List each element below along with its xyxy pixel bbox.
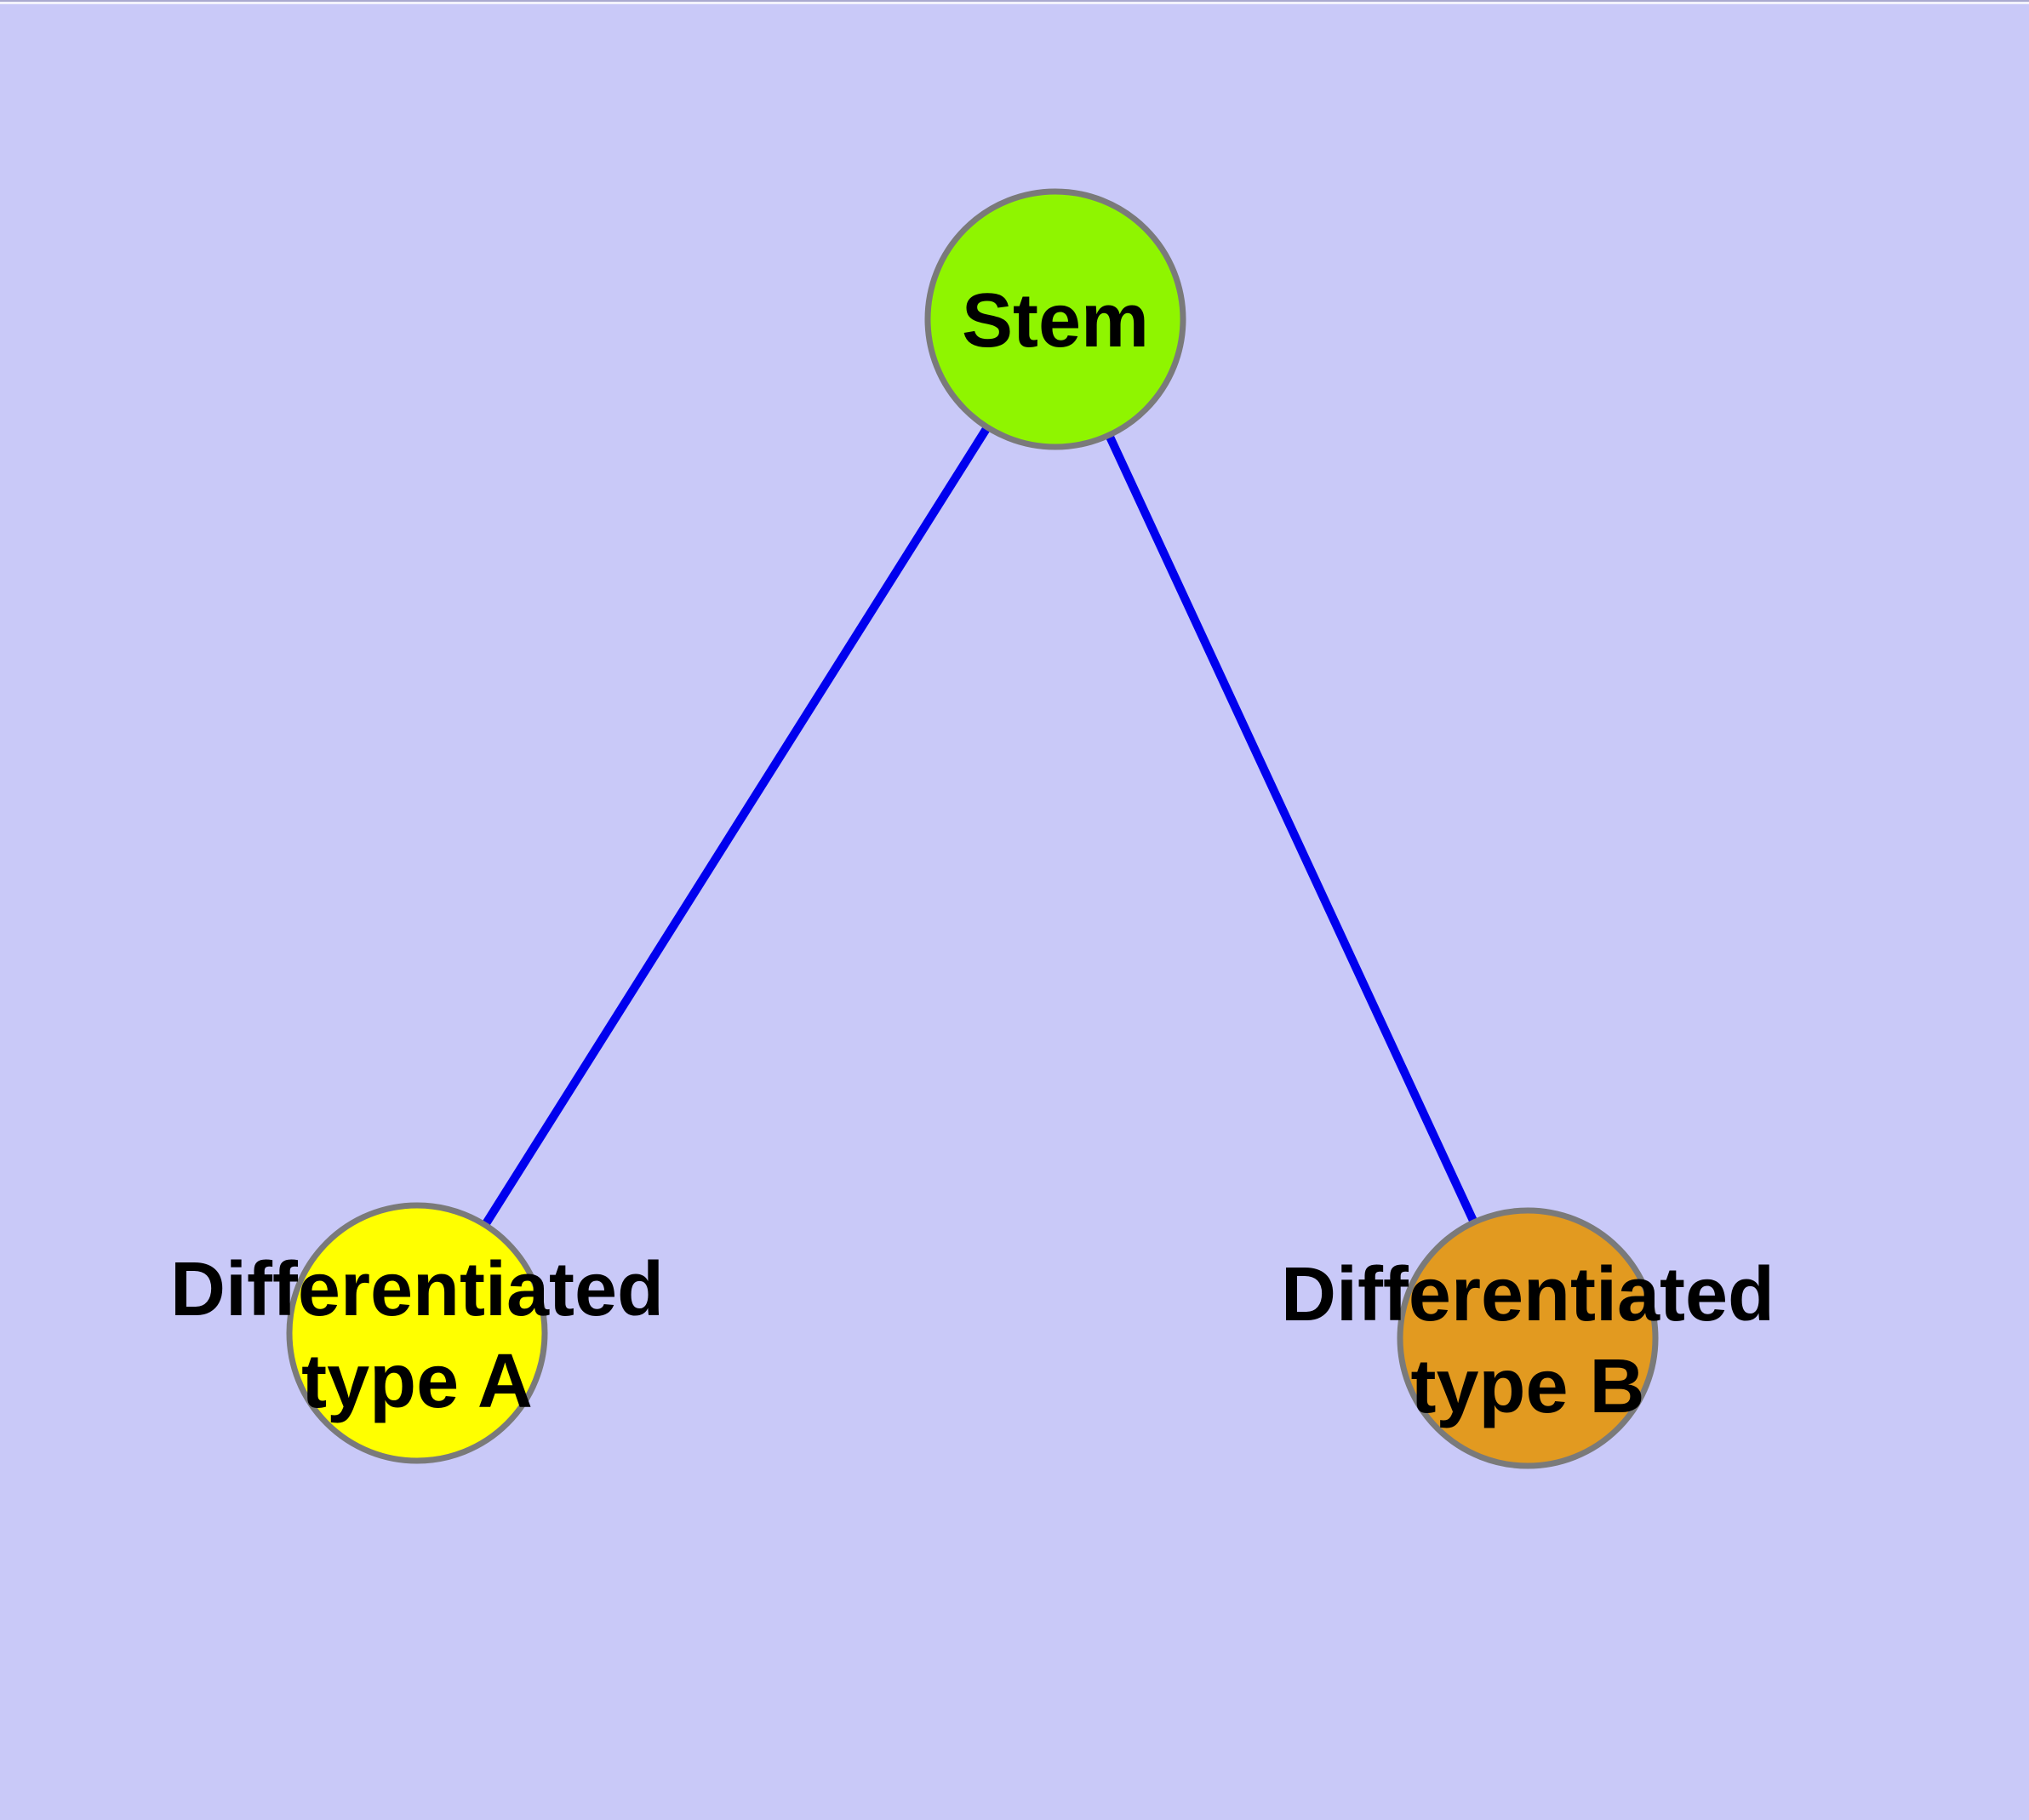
node-type-a-label-line1: Differentiated: [170, 1247, 664, 1332]
node-stem-circle: [924, 188, 1186, 450]
node-type-b-circle: [1397, 1207, 1659, 1469]
edge-stem-to-type-b: [1051, 317, 1532, 1341]
node-type-b-label-line2: type B: [1410, 1344, 1644, 1429]
edge-stem-to-type-a: [413, 317, 1060, 1336]
node-type-a-label-line2: type A: [301, 1339, 533, 1424]
node-type-a-circle: [286, 1202, 548, 1464]
node-stem-label: Stem: [962, 278, 1149, 363]
node-type-b-label-line1: Differentiated: [1281, 1252, 1775, 1337]
window-top-edge: [0, 0, 2029, 4]
